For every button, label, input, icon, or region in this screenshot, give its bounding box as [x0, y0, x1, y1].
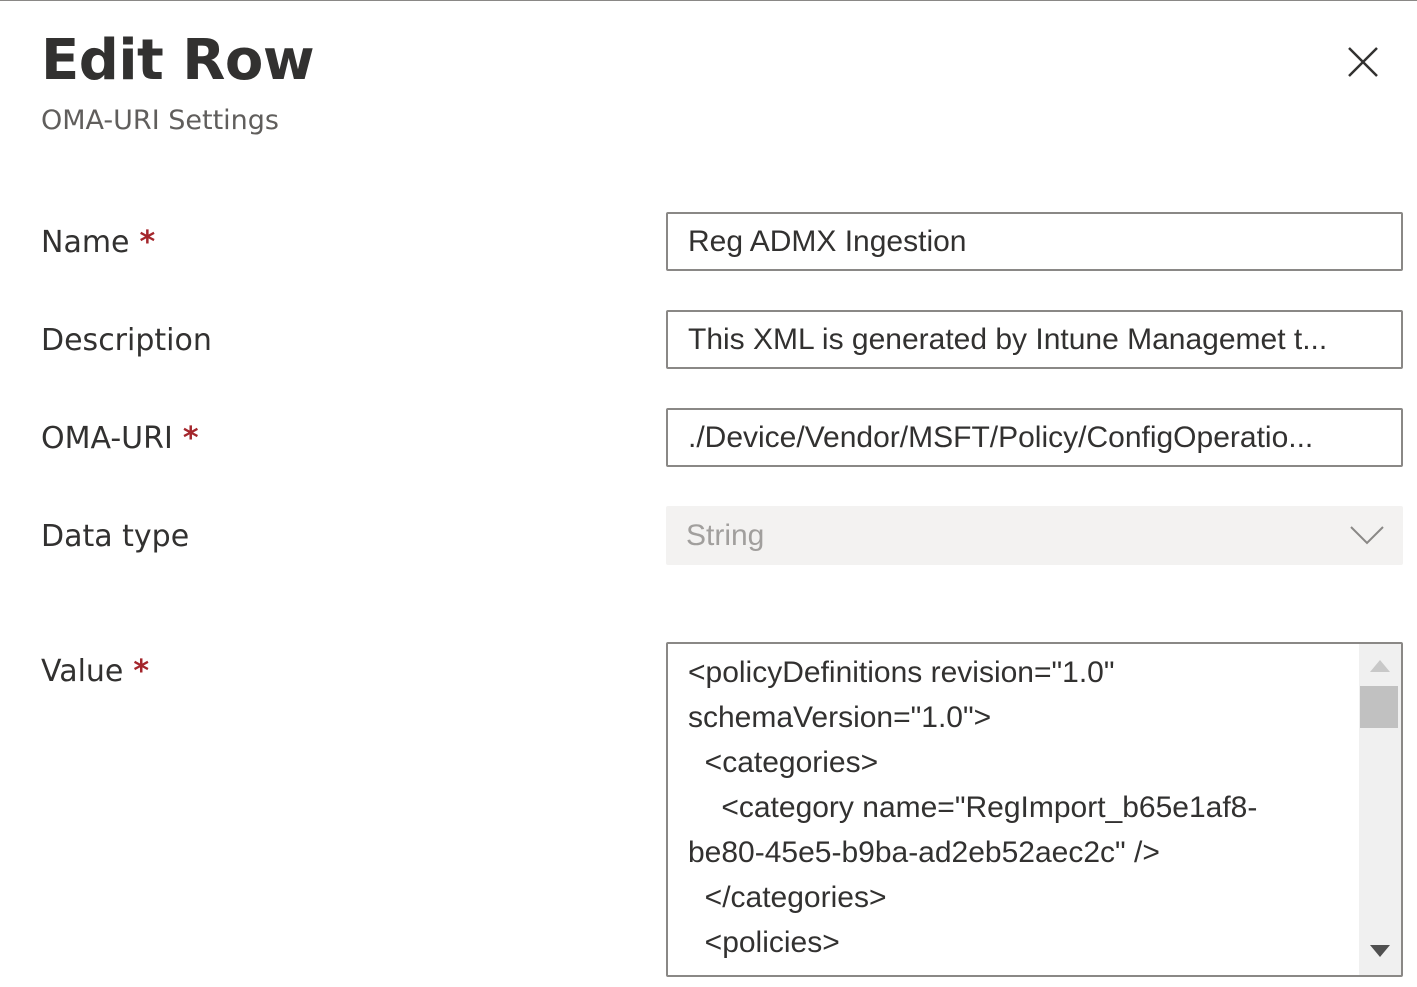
required-marker: *: [139, 225, 156, 260]
value-textarea[interactable]: <policyDefinitions revision="1.0" schema…: [666, 642, 1403, 977]
oma-uri-label-text: OMA-URI: [41, 421, 173, 456]
page-subtitle: OMA-URI Settings: [41, 105, 279, 136]
name-label-text: Name: [41, 225, 130, 260]
oma-uri-label: OMA-URI *: [41, 419, 199, 459]
description-input[interactable]: This XML is generated by Intune Manageme…: [666, 310, 1403, 369]
name-input[interactable]: Reg ADMX Ingestion: [666, 212, 1403, 271]
close-icon: [1348, 47, 1378, 77]
vertical-scrollbar[interactable]: [1359, 644, 1401, 975]
page-title: Edit Row: [41, 28, 315, 93]
data-type-label: Data type: [41, 519, 190, 554]
name-label: Name *: [41, 223, 155, 263]
close-button[interactable]: [1340, 39, 1386, 85]
scroll-up-arrow-icon[interactable]: [1370, 660, 1390, 672]
required-marker: *: [182, 421, 199, 456]
chevron-down-icon: [1350, 526, 1384, 545]
value-text: <policyDefinitions revision="1.0" schema…: [688, 656, 1258, 959]
scroll-down-arrow-icon[interactable]: [1370, 945, 1390, 957]
description-label: Description: [41, 323, 212, 358]
scroll-thumb[interactable]: [1360, 686, 1398, 728]
data-type-select[interactable]: String: [666, 506, 1403, 565]
value-label-text: Value: [41, 654, 124, 689]
value-label: Value *: [41, 652, 149, 692]
data-type-value: String: [686, 519, 765, 552]
oma-uri-input[interactable]: ./Device/Vendor/MSFT/Policy/ConfigOperat…: [666, 408, 1403, 467]
required-marker: *: [133, 654, 150, 689]
